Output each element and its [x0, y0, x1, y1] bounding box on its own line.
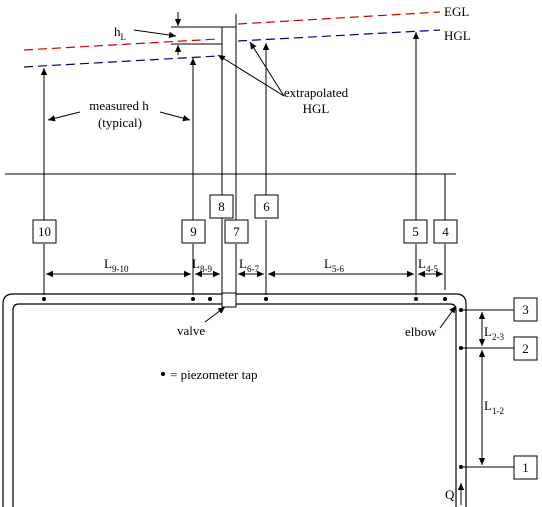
piezometer-label-7: 7 [224, 219, 249, 244]
valve-label: valve [177, 323, 205, 338]
length-8-9: L8-9 [192, 256, 212, 274]
measured-h-label-typical: (typical) [98, 115, 142, 130]
legend-label: = piezometer tap [170, 367, 257, 382]
egl-line-left [23, 38, 219, 51]
extrapolated-label-hgl: HGL [303, 101, 330, 116]
piezometer-tap [42, 297, 46, 301]
horizontal-dimensions: L9-10 L8-9 L6-7 L5-6 L4-5 [46, 256, 443, 278]
piezometer-tap [208, 297, 212, 301]
svg-text:5: 5 [412, 224, 419, 239]
piezometer-tap [443, 297, 447, 301]
vertical-dimensions: L2-3 L1-2 [461, 309, 514, 468]
piezometer-label-6: 6 [254, 194, 279, 219]
pipe [2, 292, 467, 507]
piezometer-labels: 10 9 8 7 6 5 4 3 2 1 [32, 194, 538, 480]
extrapolated-label: extrapolated [284, 85, 349, 100]
elbow-label: elbow [405, 324, 437, 339]
egl-label: EGL [444, 4, 469, 19]
pipe-inner-wall [12, 303, 457, 507]
measured-h-label: measured h [89, 98, 149, 113]
hgl-line-left [23, 55, 219, 68]
hl-label: hL [114, 24, 126, 42]
head-lines [40, 14, 446, 295]
piezometer-label-2: 2 [513, 336, 538, 361]
piezometer-tap [459, 465, 463, 469]
piezometer-tap [459, 308, 463, 312]
piezometer-label-9: 9 [181, 219, 206, 244]
length-1-2: L1-2 [484, 398, 504, 416]
valve [221, 292, 237, 308]
piezometer-tap [264, 297, 268, 301]
length-6-7: L6-7 [239, 256, 259, 274]
component-labels: valve elbow [177, 305, 457, 339]
piezometer-label-1: 1 [513, 455, 538, 480]
piezometer-taps [42, 297, 463, 469]
extrap-leader-left [217, 54, 285, 97]
valve-leader [204, 306, 226, 323]
svg-text:10: 10 [38, 224, 51, 239]
head-loss-annotation: hL [114, 12, 236, 55]
length-4-5: L4-5 [418, 256, 438, 274]
extrap-leader-right [249, 41, 285, 97]
svg-text:1: 1 [522, 460, 529, 475]
measured-h-annotation: measured h (typical) [47, 98, 191, 130]
hl-leader [133, 29, 177, 39]
piezometer-label-8: 8 [209, 194, 234, 219]
length-2-3: L2-3 [484, 324, 504, 342]
grade-lines: EGL HGL [23, 4, 471, 68]
piezometer-tap [414, 297, 418, 301]
pipe-outer-wall [2, 293, 467, 507]
piezometer-tap [459, 346, 463, 350]
legend: = piezometer tap [161, 367, 257, 382]
hgl-label: HGL [444, 28, 471, 43]
piezometer-label-3: 3 [513, 297, 538, 322]
piezometer-label-4: 4 [433, 219, 458, 244]
egl-line-right [237, 11, 441, 25]
length-5-6: L5-6 [324, 256, 344, 274]
flow-indicator: Q [445, 483, 465, 505]
svg-text:2: 2 [522, 341, 529, 356]
legend-tap-icon [161, 372, 165, 376]
svg-text:8: 8 [218, 199, 225, 214]
piezometer-tap [191, 297, 195, 301]
svg-text:3: 3 [522, 302, 529, 317]
svg-text:9: 9 [190, 224, 197, 239]
piezometer-label-5: 5 [403, 219, 428, 244]
length-9-10: L9-10 [104, 256, 129, 274]
hgl-line-right [237, 29, 441, 42]
measured-leader-right [159, 111, 191, 122]
svg-text:7: 7 [233, 224, 240, 239]
svg-text:4: 4 [442, 224, 449, 239]
flow-label: Q [445, 487, 455, 502]
elbow-leader [439, 305, 457, 329]
svg-text:6: 6 [263, 199, 270, 214]
piezometer-label-10: 10 [32, 219, 57, 244]
extrapolated-hgl-annotation: extrapolated HGL [217, 41, 349, 116]
measured-leader-left [47, 111, 81, 122]
